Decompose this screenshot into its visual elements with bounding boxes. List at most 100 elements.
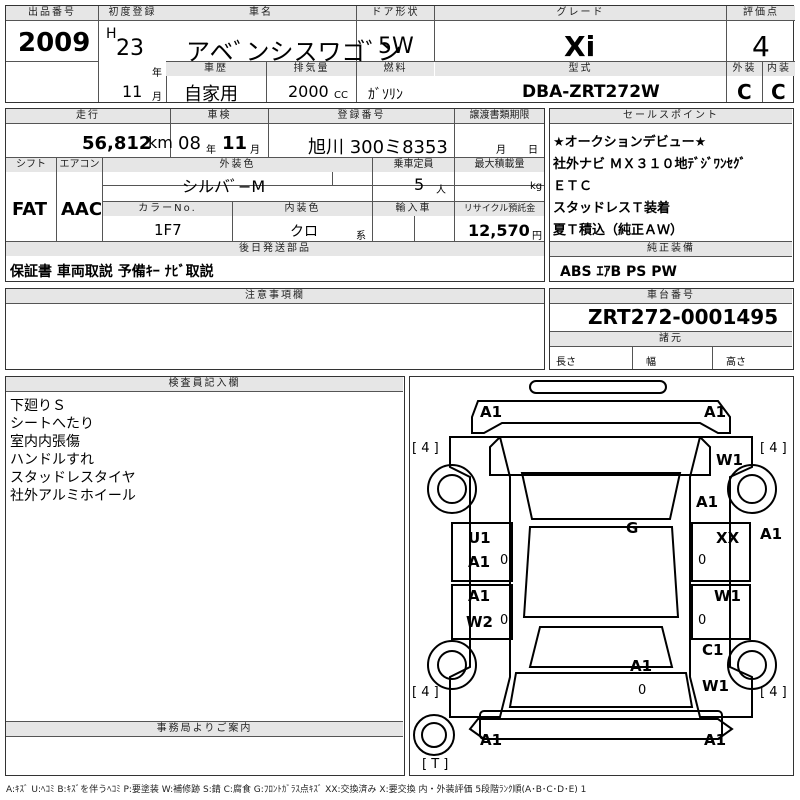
displacement: 2000 [288, 82, 329, 101]
inspection-month-unit: 月 [250, 145, 260, 156]
model-header: 型式 [435, 62, 726, 76]
mark-zero-b: 0 [698, 553, 707, 568]
cc-unit: CC [334, 90, 348, 101]
transfer-month-unit: 月 [496, 145, 506, 156]
inspector-note-3: 室内内張傷 [10, 434, 80, 450]
lot-no-header: 出品番号 [6, 6, 98, 21]
left-side-shape [449, 436, 511, 718]
legend-text: A:ｷｽﾞ U:ﾍｺﾐ B:ｷｽﾞを伴うﾍｺﾐ P:要塗装 W:補修跡 S:錆 … [6, 785, 587, 795]
chassis-block: 車台番号 ZRT272-0001495 諸元 長さ 幅 高さ [549, 288, 794, 370]
sales-point-2: 社外ナビ ＭＸ３１０地ﾃﾞｼﾞﾜﾝｾｸﾞ [553, 157, 747, 172]
caution-header: 注意事項欄 [6, 289, 544, 304]
mark-w1-rear: W1 [702, 677, 729, 695]
mark-c1: C1 [702, 641, 724, 659]
tire-rear-right [727, 640, 777, 690]
car-name-header: 車名 [166, 6, 356, 21]
roof-shape [522, 526, 680, 618]
inspector-note-4: ハンドルすれ [10, 452, 94, 468]
mark-g-glass: G [626, 519, 639, 537]
capacity: 5 [414, 175, 425, 194]
history: 自家用 [184, 84, 238, 105]
yen-unit: 円 [532, 231, 542, 242]
mark-xx: XX [716, 529, 740, 547]
interior-color-header: 内装色 [233, 202, 372, 216]
rear-bumper-shape [479, 710, 723, 740]
mark-a1-hood: A1 [696, 493, 719, 511]
car-diagram-block: A1 A1 [ 4 ] [ 4 ] W1 A1 G U1 0 A1 XX 0 A… [409, 376, 794, 776]
width-label: 幅 [646, 357, 656, 368]
mark-rear-left: A1 [480, 731, 503, 749]
mark-tire-rr: [ 4 ] [760, 685, 787, 700]
mark-front-right: A1 [704, 403, 727, 421]
tire-front-left [427, 464, 477, 514]
genuine-header: 純正装備 [550, 242, 792, 257]
first-reg-year: 23 [116, 36, 144, 61]
shift: FAT [12, 199, 48, 220]
wheel-front-left [437, 474, 467, 504]
left-rear-door-shape [451, 584, 513, 640]
tailgate-shape [508, 672, 694, 708]
first-reg-header: 初度登録 [99, 6, 166, 21]
tire-front-right [727, 464, 777, 514]
interior-header: 内装 [763, 62, 795, 76]
rear-end-shape [468, 718, 734, 740]
mark-front-left: A1 [480, 403, 503, 421]
month-unit: 月 [152, 92, 162, 103]
sales-point-1: ★オークションデビュー★ [553, 135, 707, 150]
exterior-header: 外装 [727, 62, 762, 76]
chassis-number: ZRT272-0001495 [588, 305, 779, 329]
vehicle-detail-block: 走行 車検 登録番号 譲渡書類期限 56,812 km 08 年 11 月 旭川… [5, 108, 545, 282]
interior-grade: C [771, 80, 786, 104]
front-end-shape [471, 400, 731, 434]
kg-unit: kg [530, 181, 543, 192]
mark-a1-left-door: A1 [468, 553, 491, 571]
door-header: ドア形状 [357, 6, 434, 21]
max-load-header: 最大積載量 [455, 158, 544, 172]
mark-w1-front-right: W1 [716, 451, 743, 469]
sales-point-3: ＥＴＣ [553, 179, 593, 194]
transfer-day-unit: 日 [528, 145, 538, 156]
exterior-grade: C [737, 80, 752, 104]
displacement-header: 排気量 [267, 62, 356, 76]
person-unit: 人 [436, 185, 446, 196]
wheel-front-right [737, 474, 767, 504]
mark-zero-a: 0 [500, 553, 509, 568]
specs-header: 諸元 [550, 332, 792, 347]
mark-spare: [ T ] [422, 757, 449, 772]
height-label: 高さ [726, 357, 746, 368]
sales-point-5: 夏Ｔ積込（純正ＡＷ） [553, 223, 684, 238]
mileage-header: 走行 [6, 109, 170, 123]
kei-unit: 系 [356, 231, 366, 242]
later-parts-header: 後日発送部品 [6, 242, 544, 256]
mark-u1: U1 [468, 529, 491, 547]
right-side-shape [689, 436, 753, 718]
recycle-header: リサイクル預託金 [455, 202, 544, 216]
capacity-header: 乗車定員 [373, 158, 454, 172]
lot-no: 2009 [18, 28, 91, 58]
windshield-shape [520, 472, 682, 520]
mark-a1-roof: A1 [630, 657, 653, 675]
mark-w1-right-rear: W1 [714, 587, 741, 605]
car-name: アベﾞンシスワゴﾞン [186, 38, 402, 66]
mark-rear-right: A1 [704, 731, 727, 749]
inspector-note-5: スタッドレスタイヤ [10, 470, 136, 486]
mark-tire-rl: [ 4 ] [412, 685, 439, 700]
history-header: 車歴 [166, 62, 266, 76]
mark-zero-e: 0 [638, 683, 647, 698]
inspector-note-1: 下廻りＳ [10, 398, 66, 414]
door-type: 5W [378, 34, 414, 59]
color-header: 外装色 [103, 158, 372, 172]
sales-point-header: セールスポイント [550, 109, 792, 124]
inspector-header: 検査員記入欄 [6, 377, 403, 392]
mark-a1-right-fender: A1 [760, 525, 783, 543]
sales-point-block: セールスポイント ★オークションデビュー★ 社外ナビ ＭＸ３１０地ﾃﾞｼﾞﾜﾝｾ… [549, 108, 794, 282]
inspection-header: 車検 [171, 109, 268, 123]
score: 4 [752, 30, 770, 63]
registration-number: 旭川 300ミ8353 [308, 137, 448, 158]
left-front-door-shape [451, 522, 513, 582]
hood-shape [489, 436, 711, 476]
length-label: 長さ [556, 357, 576, 368]
inspection-month: 11 [222, 133, 248, 154]
year-unit: 年 [152, 68, 162, 79]
aircon-header: エアコン [57, 158, 102, 172]
